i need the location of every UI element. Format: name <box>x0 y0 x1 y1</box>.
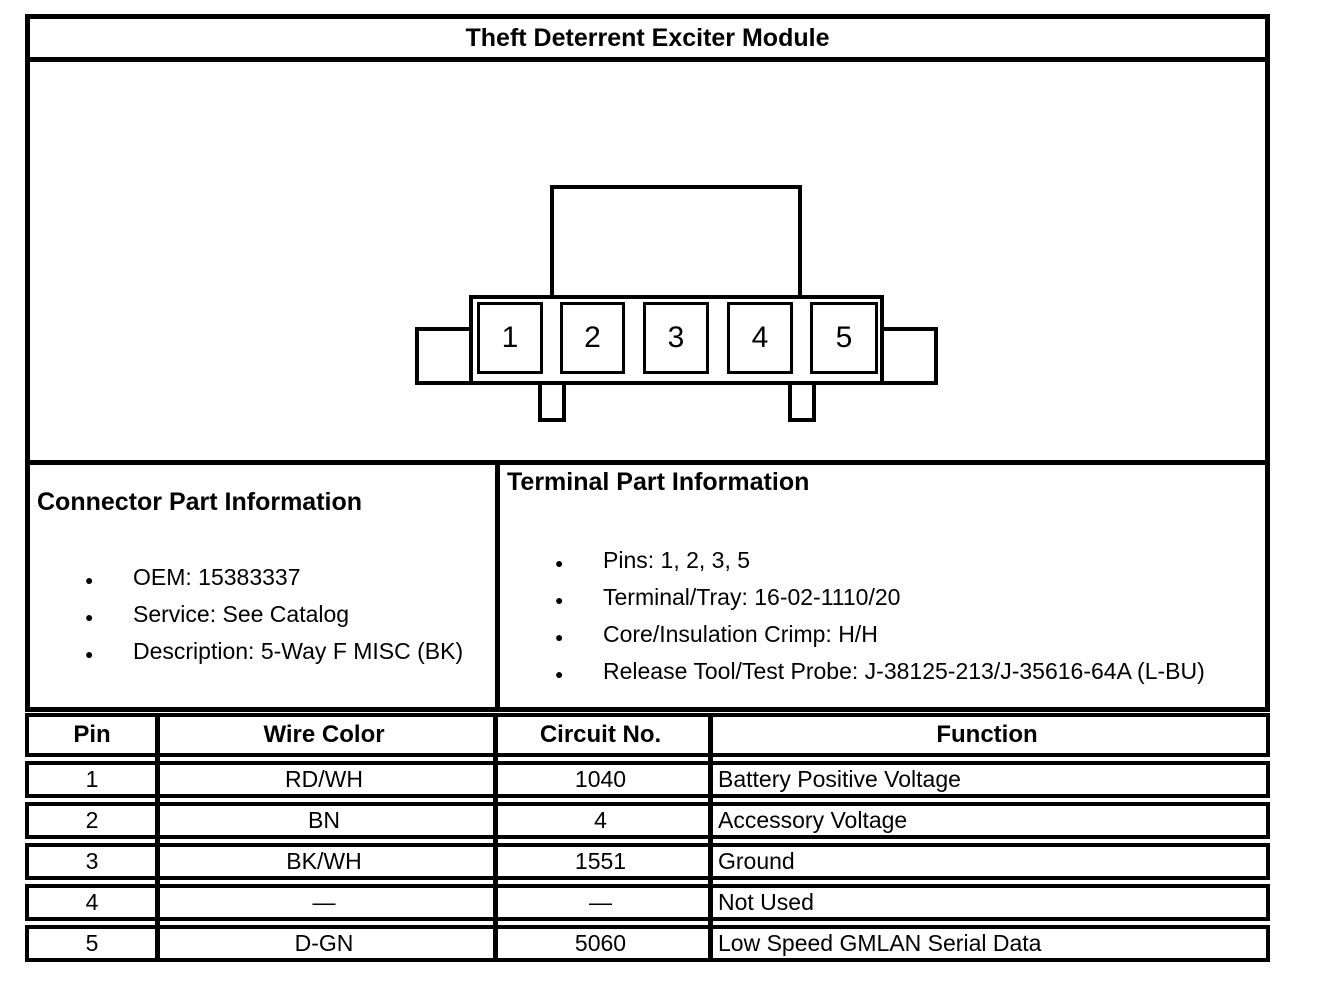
column-header-circuit: Circuit No. <box>539 721 662 748</box>
table-row: 2 BN 4 Accessory Voltage <box>25 802 1270 839</box>
connector-body-top <box>550 185 802 299</box>
cell-pin: 3 <box>85 848 99 874</box>
table-column-divider <box>155 713 160 962</box>
cell-function: Low Speed GMLAN Serial Data <box>718 930 1042 956</box>
cell-circuit: — <box>589 889 612 915</box>
list-item: ● Service: See Catalog <box>30 597 495 634</box>
cell-circuit: 5060 <box>574 930 627 956</box>
cell-function: Battery Positive Voltage <box>718 766 961 792</box>
list-item-text: Service: See Catalog <box>133 601 350 627</box>
pin-number: 2 <box>584 321 601 354</box>
cell-wire: BK/WH <box>286 848 362 874</box>
bullet-icon: ● <box>555 592 564 608</box>
connector-part-info-heading: Connector Part Information <box>37 488 363 516</box>
connector-part-info-box: Connector Part Information ● OEM: 153833… <box>25 460 500 712</box>
column-header-pin: Pin <box>73 721 111 748</box>
pin-cavity-2: 2 <box>560 302 625 374</box>
connector-ear-right <box>880 327 938 385</box>
list-item: ● OEM: 15383337 <box>30 560 495 597</box>
terminal-part-info-box: Terminal Part Information ● Pins: 1, 2, … <box>495 460 1270 712</box>
list-item-text: Pins: 1, 2, 3, 5 <box>603 547 751 573</box>
terminal-part-info-heading: Terminal Part Information <box>507 468 810 496</box>
list-item: ● Pins: 1, 2, 3, 5 <box>500 543 1265 580</box>
pin-cavity-1: 1 <box>477 302 543 374</box>
table-row: 3 BK/WH 1551 Ground <box>25 843 1270 880</box>
table-row: 1 RD/WH 1040 Battery Positive Voltage <box>25 761 1270 798</box>
pin-cavity-5: 5 <box>810 302 878 374</box>
list-item-text: Release Tool/Test Probe: J-38125-213/J-3… <box>603 658 1205 684</box>
table-row: 4 — — Not Used <box>25 884 1270 921</box>
column-header-function: Function <box>936 721 1038 748</box>
bullet-icon: ● <box>555 629 564 645</box>
bullet-icon: ● <box>555 666 564 682</box>
table-row: 5 D-GN 5060 Low Speed GMLAN Serial Data <box>25 925 1270 962</box>
cell-pin: 1 <box>85 766 99 792</box>
pin-number: 5 <box>835 321 853 354</box>
cell-circuit: 4 <box>594 807 607 833</box>
title-bar: Theft Deterrent Exciter Module <box>25 14 1270 62</box>
cell-circuit: 1040 <box>574 766 627 792</box>
cell-wire: RD/WH <box>285 766 363 792</box>
cell-wire: — <box>312 889 336 915</box>
table-column-divider <box>708 713 713 962</box>
list-item-text: OEM: 15383337 <box>133 564 301 590</box>
bullet-icon: ● <box>85 646 94 662</box>
connector-tab-left <box>538 381 566 422</box>
pin-cavity-3: 3 <box>643 302 709 374</box>
column-header-wire: Wire Color <box>263 721 385 748</box>
list-item-text: Terminal/Tray: 16-02-1110/20 <box>603 584 901 610</box>
bullet-icon: ● <box>85 572 94 588</box>
cell-pin: 2 <box>85 807 99 833</box>
cell-function: Not Used <box>718 889 814 915</box>
page-title: Theft Deterrent Exciter Module <box>465 23 830 52</box>
cell-circuit: 1551 <box>574 848 627 874</box>
connector-part-info-list: ● OEM: 15383337 ● Service: See Catalog ●… <box>30 560 495 671</box>
cell-pin: 5 <box>85 930 99 956</box>
cell-pin: 4 <box>85 889 99 915</box>
list-item: ● Terminal/Tray: 16-02-1110/20 <box>500 580 1265 617</box>
connector-tab-right <box>788 381 816 422</box>
cell-function: Accessory Voltage <box>718 807 908 833</box>
list-item-text: Description: 5-Way F MISC (BK) <box>133 638 464 664</box>
list-item: ● Release Tool/Test Probe: J-38125-213/J… <box>500 654 1265 691</box>
bullet-icon: ● <box>555 555 564 571</box>
list-item-text: Core/Insulation Crimp: H/H <box>603 621 878 647</box>
connector-diagram-box: 1 2 3 4 5 <box>25 57 1270 465</box>
cell-wire: BN <box>308 807 340 833</box>
list-item: ● Description: 5-Way F MISC (BK) <box>30 634 495 671</box>
bullet-icon: ● <box>85 609 94 625</box>
pin-number: 3 <box>667 321 685 354</box>
table-column-divider <box>493 713 498 962</box>
list-item: ● Core/Insulation Crimp: H/H <box>500 617 1265 654</box>
pin-table-header-row: Pin Wire Color Circuit No. Function <box>25 713 1270 757</box>
connector-ear-left <box>415 327 473 385</box>
cell-wire: D-GN <box>294 930 354 956</box>
pin-number: 4 <box>751 321 769 354</box>
cell-function: Ground <box>718 848 795 874</box>
pin-cavity-4: 4 <box>727 302 793 374</box>
pin-number: 1 <box>501 321 519 354</box>
terminal-part-info-list: ● Pins: 1, 2, 3, 5 ● Terminal/Tray: 16-0… <box>500 543 1265 691</box>
